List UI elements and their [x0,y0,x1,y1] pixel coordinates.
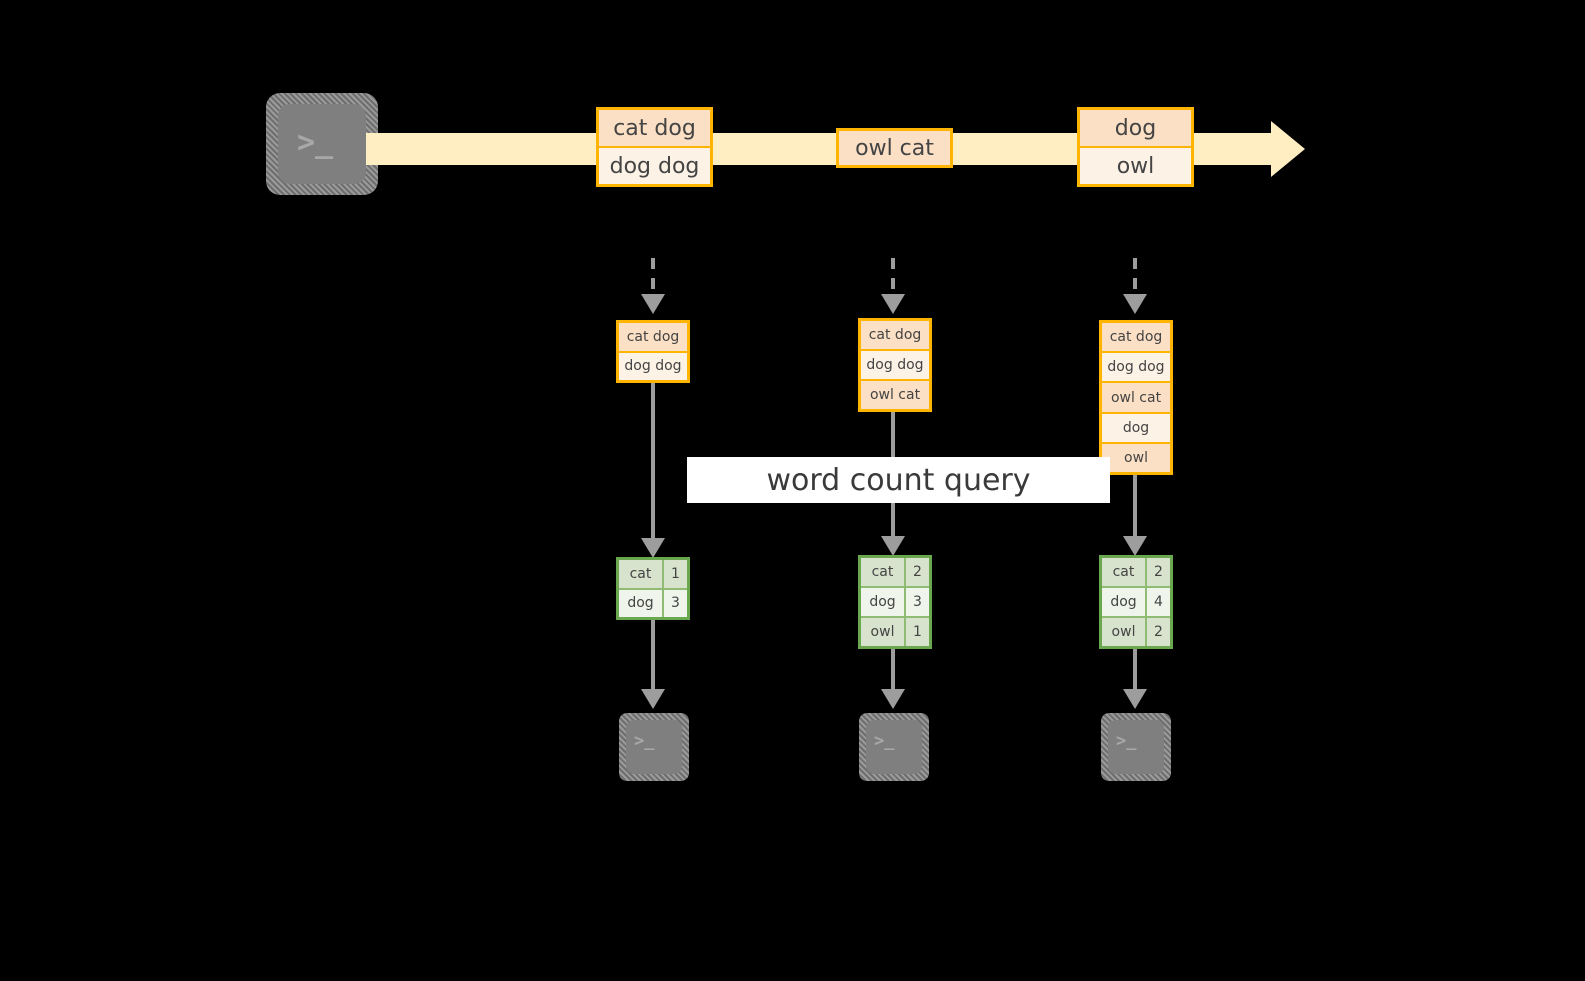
snapshot-2-output-arrowhead-icon [881,689,905,709]
snapshot-2-sink-prompt-glyph: >_ [874,731,895,751]
snapshot-1-output-line [651,620,655,692]
snapshot-3-query-line [1133,475,1137,539]
snapshot-2-records: cat dog dog dog owl cat [858,318,932,412]
table-row: owl 2 [1102,616,1170,646]
stream-record-3: dog owl [1077,107,1194,187]
snapshot-3-counts-table: cat 2 dog 4 owl 2 [1099,555,1173,649]
count-key: cat [861,558,906,586]
source-terminal-prompt-glyph: >_ [297,125,334,160]
count-key: cat [1102,558,1147,586]
count-key: dog [1102,588,1147,616]
snapshot-record-line: owl cat [1102,381,1170,412]
count-value: 2 [1147,618,1170,646]
snapshot-3-output-line [1133,649,1137,692]
snapshot-1-inbound-arrowhead-icon [641,294,665,314]
snapshot-1-sink-prompt-glyph: >_ [634,731,655,751]
snapshot-record-line: owl [1102,441,1170,473]
snapshot-1-inbound-line [651,258,655,296]
snapshot-2-output-line [891,649,895,692]
table-row: dog 3 [861,586,929,616]
stream-record-line: cat dog [599,110,710,146]
snapshot-3-inbound-arrowhead-icon [1123,294,1147,314]
page-title: word count query [766,462,1031,498]
snapshot-1-counts-table: cat 1 dog 3 [616,557,690,620]
table-row: owl 1 [861,616,929,646]
count-value: 1 [664,560,687,588]
count-value: 2 [1147,558,1170,586]
snapshot-3-output-arrowhead-icon [1123,689,1147,709]
snapshot-2-query-arrowhead-icon [881,536,905,556]
count-value: 2 [906,558,929,586]
snapshot-1-output-arrowhead-icon [641,689,665,709]
snapshot-1-records: cat dog dog dog [616,320,690,383]
snapshot-record-line: cat dog [1102,323,1170,352]
snapshot-2-inbound-arrowhead-icon [881,294,905,314]
source-terminal-icon [278,104,366,184]
count-key: dog [619,589,664,617]
snapshot-record-line: cat dog [619,323,687,351]
table-row: dog 3 [619,587,687,617]
count-key: dog [861,588,906,616]
snapshot-record-line: dog dog [1102,351,1170,382]
snapshot-3-records: cat dog dog dog owl cat dog owl [1099,320,1173,475]
snapshot-2-counts-table: cat 2 dog 3 owl 1 [858,555,932,649]
stream-record-line: dog [1080,110,1191,146]
stream-arrow-head-icon [1271,121,1305,177]
count-value: 1 [906,618,929,646]
count-key: owl [1102,618,1147,646]
stream-record-line: owl [1080,146,1191,184]
count-value: 4 [1147,588,1170,616]
snapshot-2-sink-terminal-icon [866,720,922,774]
snapshot-record-line: dog [1102,411,1170,442]
stream-record-2: owl cat [836,128,953,168]
stream-record-line: owl cat [839,131,950,165]
snapshot-1-sink-terminal-icon [626,720,682,774]
query-label-band: word count query [687,457,1110,503]
stream-record-1: cat dog dog dog [596,107,713,187]
count-key: owl [861,618,906,646]
table-row: cat 2 [861,558,929,586]
count-value: 3 [906,588,929,616]
table-row: cat 2 [1102,558,1170,586]
snapshot-record-line: cat dog [861,321,929,349]
snapshot-3-sink-terminal-icon [1108,720,1164,774]
table-row: cat 1 [619,560,687,588]
table-row: dog 4 [1102,586,1170,616]
stream-record-line: dog dog [599,146,710,184]
count-key: cat [619,560,664,588]
snapshot-3-inbound-line [1133,258,1137,296]
snapshot-record-line: dog dog [861,349,929,379]
snapshot-1-query-line [651,383,655,541]
snapshot-record-line: dog dog [619,350,687,380]
snapshot-record-line: owl cat [861,379,929,409]
snapshot-2-inbound-line [891,258,895,296]
snapshot-3-sink-prompt-glyph: >_ [1116,731,1137,751]
snapshot-1-query-arrowhead-icon [641,538,665,558]
snapshot-3-query-arrowhead-icon [1123,536,1147,556]
count-value: 3 [664,589,687,617]
